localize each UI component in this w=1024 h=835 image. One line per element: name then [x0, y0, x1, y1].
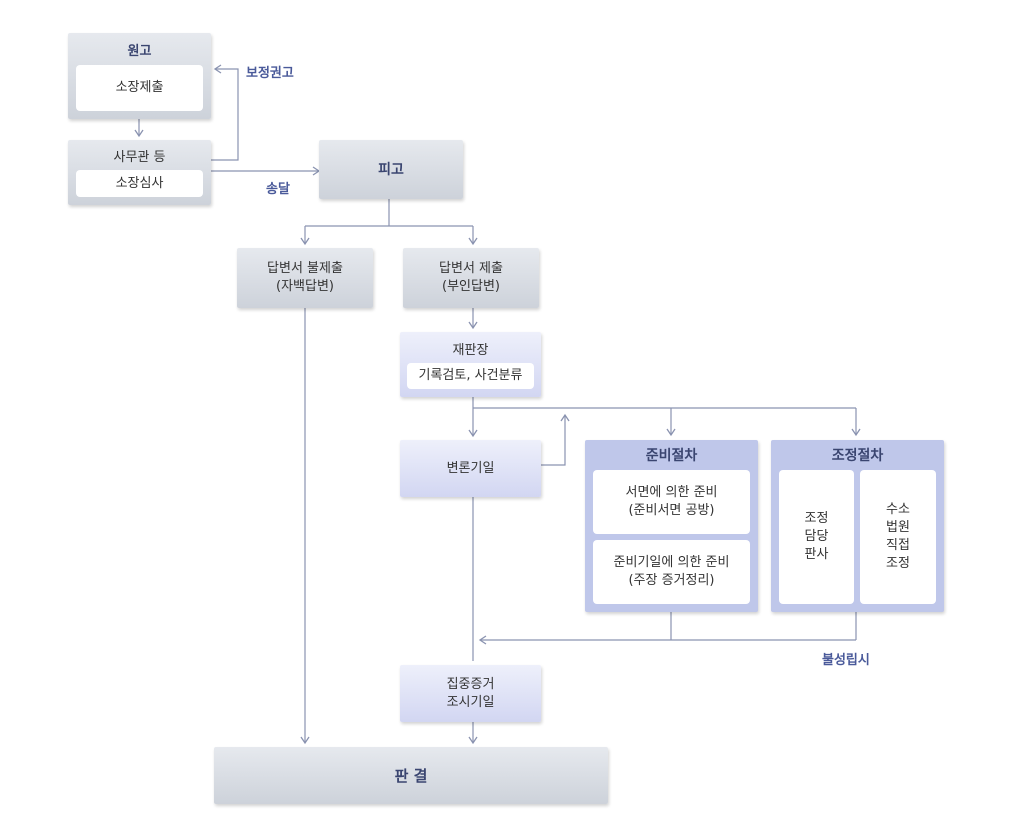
mediation-title: 조정절차: [831, 448, 884, 464]
answer-box: 답변서 제출 (부인답변): [403, 248, 539, 308]
presiding-judge-box: 재판장 기록검토, 사건분류: [400, 332, 541, 397]
evidence-date-box: 집중증거 조시기일: [400, 665, 541, 722]
written-preparation: 서면에 의한 준비 (준비서면 공방): [593, 470, 750, 534]
court-direct-mediation: 수소 법원 직접 조정: [860, 470, 936, 604]
pleading-date-box: 변론기일: [400, 440, 541, 497]
delivery-label: 송달: [266, 182, 290, 197]
presiding-title: 재판장: [452, 343, 489, 358]
preparation-procedure-box: 준비절차 서면에 의한 준비 (준비서면 공방) 준비기일에 의한 준비 (주장…: [585, 440, 758, 612]
failure-label: 불성립시: [822, 653, 870, 668]
preparation-title: 준비절차: [645, 448, 698, 464]
correction-label: 보정권고: [246, 66, 294, 81]
defendant-box: 피고: [319, 140, 463, 199]
presiding-action: 기록검토, 사건분류: [407, 363, 534, 389]
no-answer-box: 답변서 불제출 (자백답변): [237, 248, 373, 308]
mediation-judge: 조정 담당 판사: [779, 470, 854, 604]
mediation-procedure-box: 조정절차 조정 담당 판사 수소 법원 직접 조정: [771, 440, 944, 612]
hearing-preparation: 준비기일에 의한 준비 (주장 증거정리): [593, 540, 750, 604]
judgment-box: 판 결: [214, 747, 608, 804]
plaintiff-box: 원고 소장제출: [68, 33, 211, 119]
plaintiff-action: 소장제출: [76, 65, 203, 111]
clerk-title: 사무관 등: [113, 150, 166, 165]
clerk-box: 사무관 등 소장심사: [68, 140, 211, 205]
plaintiff-title: 원고: [127, 44, 152, 59]
clerk-action: 소장심사: [76, 170, 203, 197]
